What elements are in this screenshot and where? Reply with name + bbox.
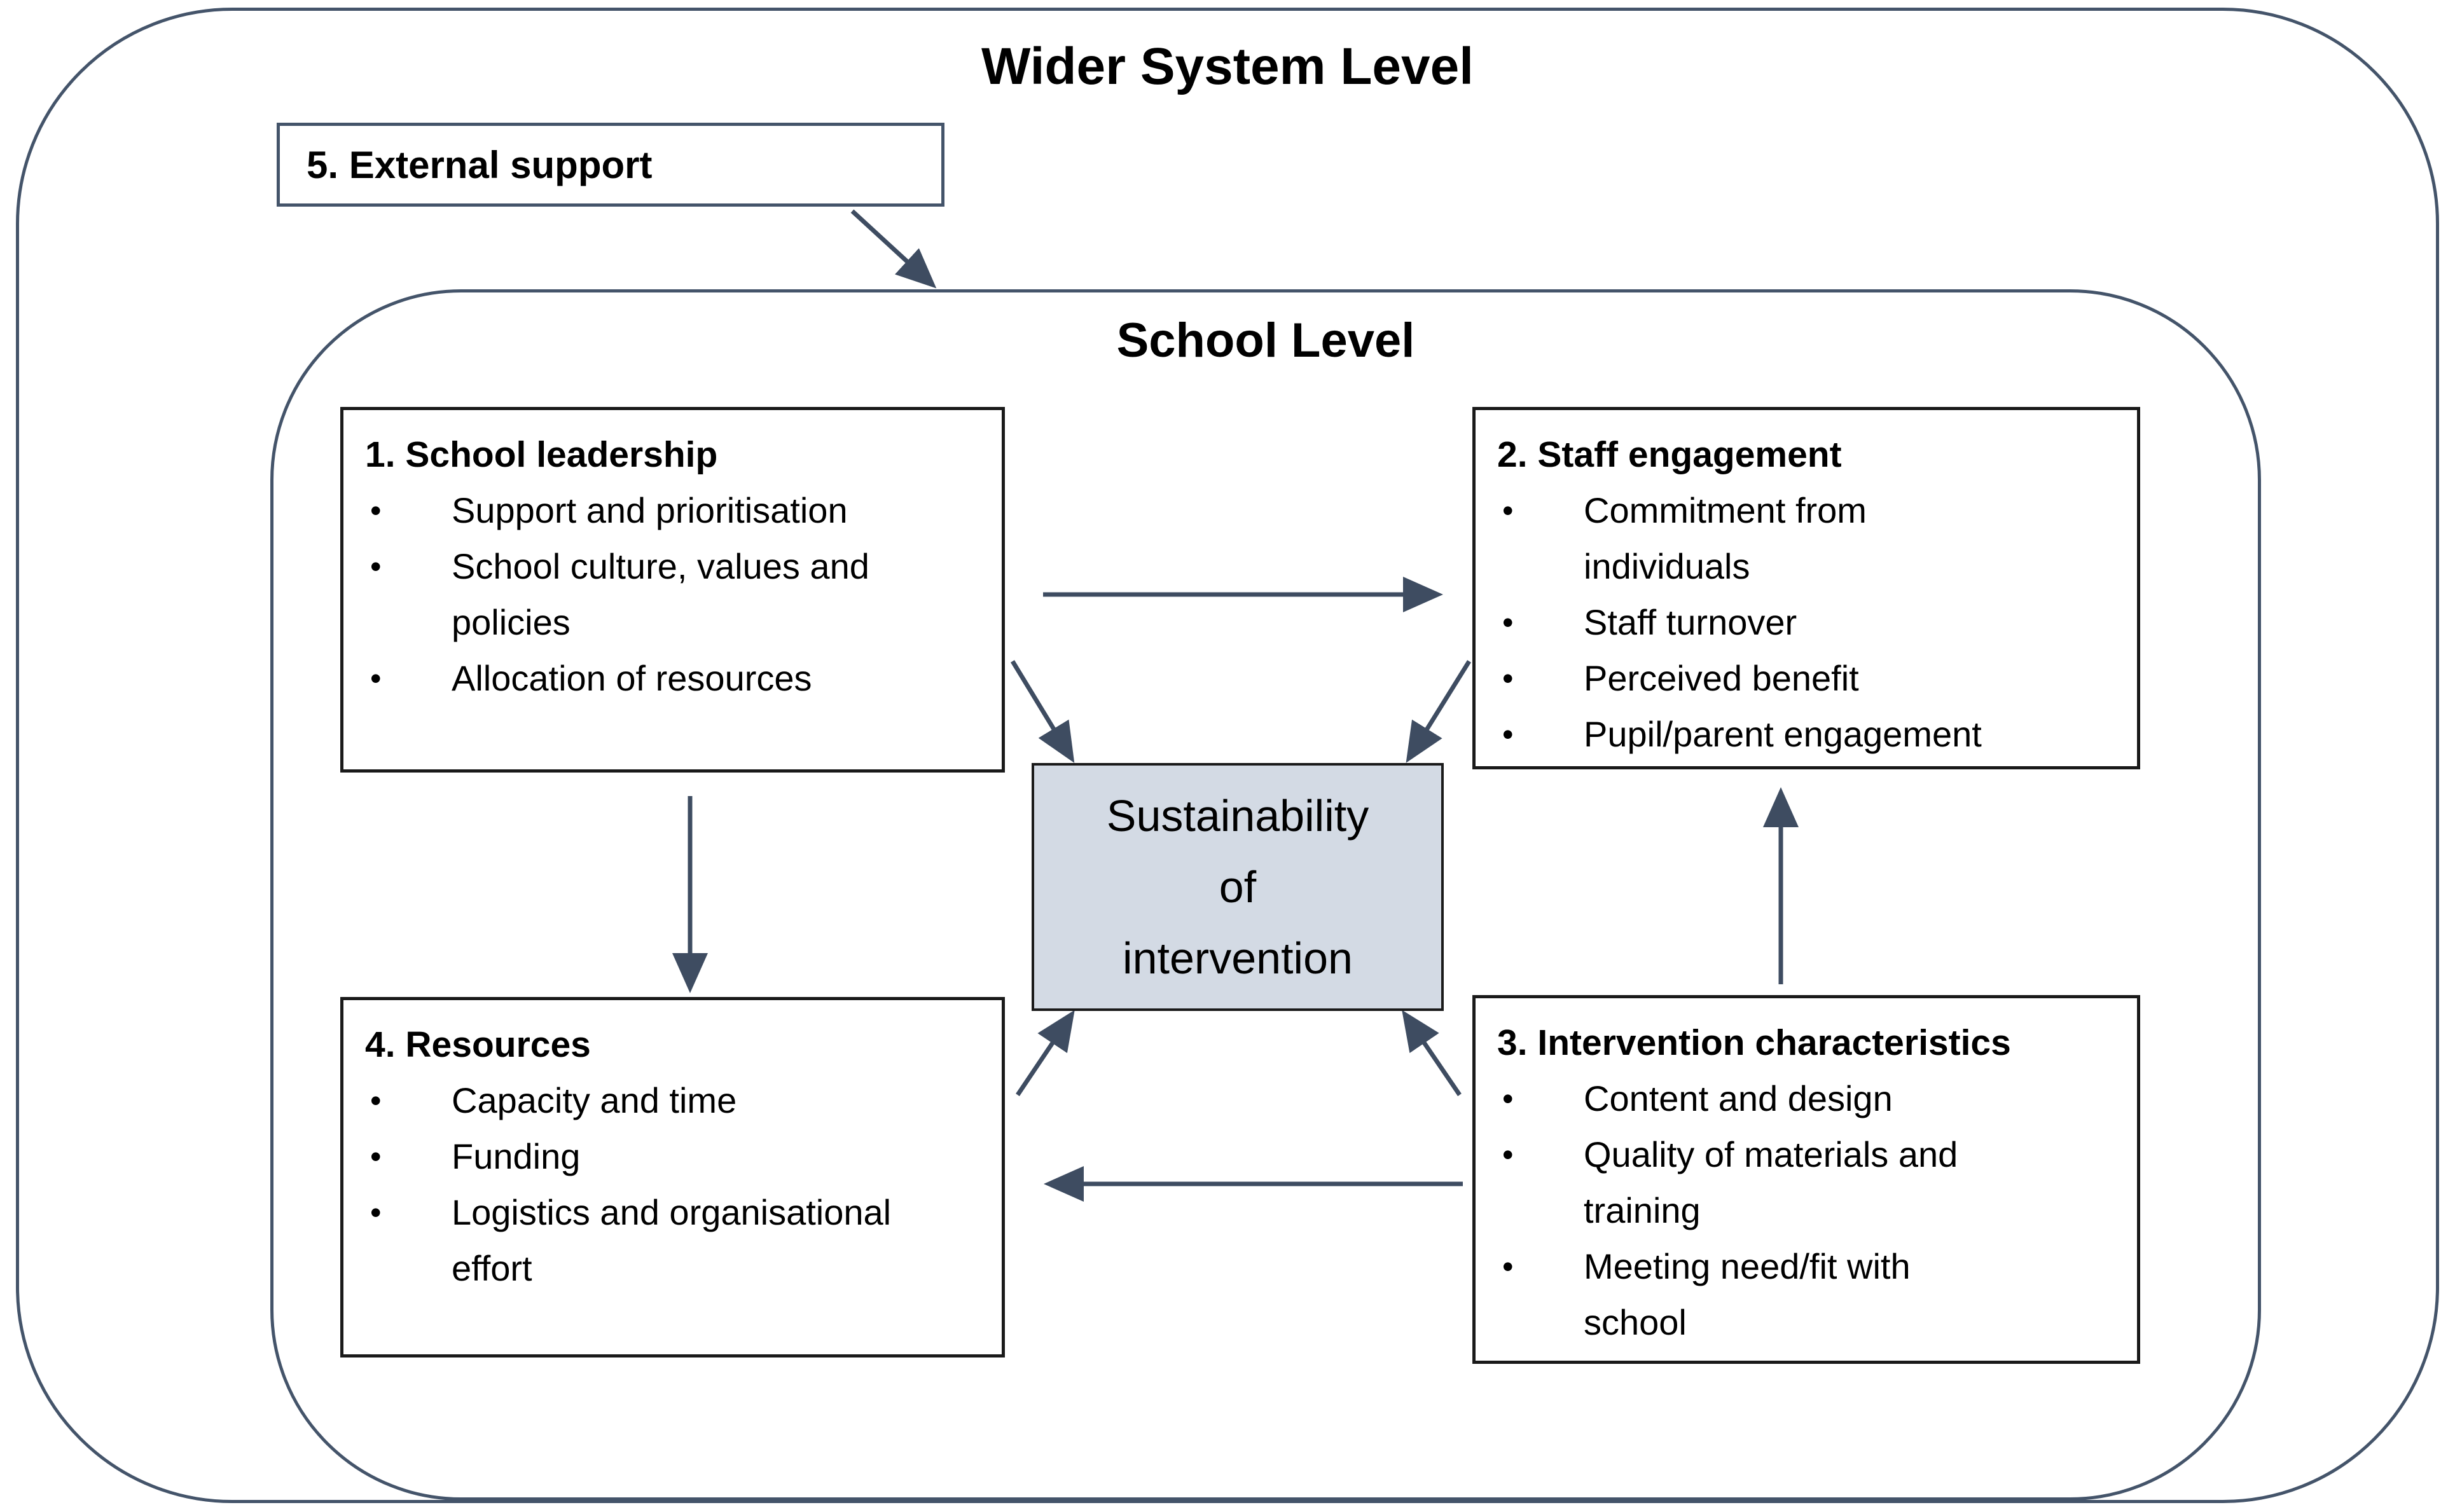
bullet-icon: • (1502, 605, 1514, 640)
intervention-characteristics-title: 3. Intervention characteristics (1497, 1022, 2011, 1063)
sustainability-box: Sustainability of intervention (1032, 763, 1444, 1011)
list-item: • Content and design (1497, 1071, 2115, 1127)
bullet-icon: • (370, 1195, 382, 1230)
staff-engagement-list: • Commitment from individuals • Staff tu… (1497, 483, 2115, 762)
bullet-icon: • (370, 493, 382, 528)
arrow-leadership-to-sustainability (1011, 660, 1075, 763)
bullet-icon: • (370, 1139, 382, 1174)
list-item: • School culture, values and policies (365, 539, 980, 650)
arrow-resources-to-sustainability (1016, 1010, 1075, 1096)
list-item: • Logistics and organisational effort (365, 1185, 980, 1296)
arrow-intervention-to-sustainability (1402, 1010, 1462, 1096)
bullet-icon: • (1502, 717, 1514, 752)
list-item: • Funding (365, 1129, 980, 1185)
list-item: • Allocation of resources (365, 650, 980, 706)
intervention-characteristics-list: • Content and design • Quality of materi… (1497, 1071, 2115, 1350)
wider-system-level-title: Wider System Level (981, 38, 1474, 95)
list-item: • Quality of materials and training (1497, 1127, 2115, 1239)
bullet-icon: • (370, 549, 382, 584)
school-level-container (270, 289, 2261, 1501)
staff-engagement-title: 2. Staff engagement (1497, 434, 1842, 475)
external-support-title: 5. External support (307, 143, 653, 186)
list-item: • Capacity and time (365, 1073, 980, 1129)
wider-system-level-container (16, 8, 2439, 1503)
resources-title: 4. Resources (365, 1024, 591, 1065)
list-item: • Meeting need/fit with school (1497, 1239, 2115, 1350)
school-leadership-title: 1. School leadership (365, 434, 718, 475)
external-support-box: 5. External support (277, 123, 944, 207)
arrow-staff-engagement-to-sustainability (1406, 660, 1471, 763)
bullet-icon: • (370, 1083, 382, 1118)
sustainability-text: Sustainability of intervention (1106, 791, 1369, 983)
bullet-icon: • (1502, 1249, 1514, 1284)
resources-list: • Capacity and time • Funding • Logistic… (365, 1073, 980, 1296)
bullet-icon: • (370, 661, 382, 696)
arrow-external-support-to-school-level (850, 209, 937, 289)
school-level-title: School Level (1116, 313, 1415, 368)
bullet-icon: • (1502, 1081, 1514, 1117)
list-item: • Staff turnover (1497, 594, 2115, 650)
intervention-characteristics-box: 3. Intervention characteristics • Conten… (1472, 995, 2140, 1364)
list-item: • Perceived benefit (1497, 650, 2115, 706)
bullet-icon: • (1502, 1137, 1514, 1172)
list-item: • Support and prioritisation (365, 483, 980, 539)
resources-box: 4. Resources • Capacity and time • Fundi… (340, 997, 1005, 1357)
list-item: • Pupil/parent engagement (1497, 706, 2115, 762)
school-leadership-box: 1. School leadership • Support and prior… (340, 407, 1005, 773)
list-item: • Commitment from individuals (1497, 483, 2115, 594)
school-leadership-list: • Support and prioritisation • School cu… (365, 483, 980, 706)
staff-engagement-box: 2. Staff engagement • Commitment from in… (1472, 407, 2140, 769)
bullet-icon: • (1502, 661, 1514, 696)
bullet-icon: • (1502, 493, 1514, 528)
